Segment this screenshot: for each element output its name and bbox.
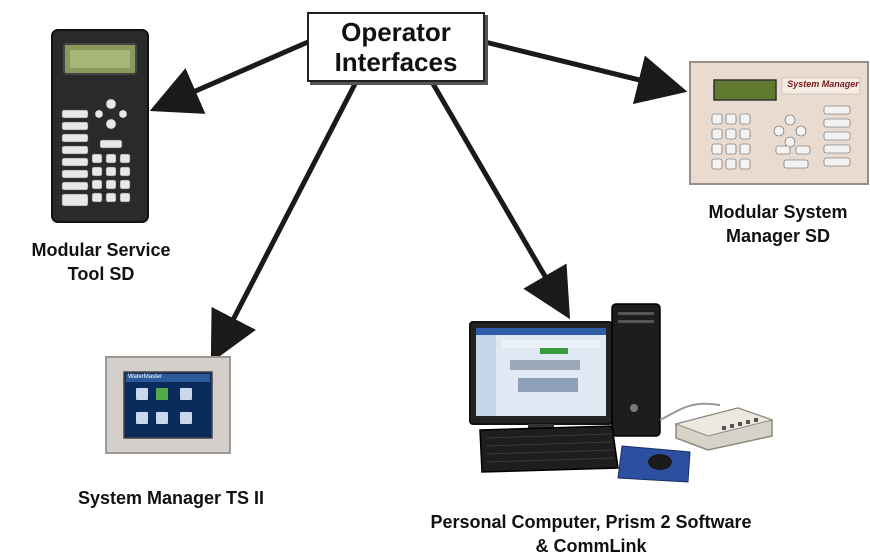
pc-line-1: Personal Computer, Prism 2 Software (430, 512, 752, 532)
system-manager-line-2: Manager SD (725, 226, 831, 246)
hub-line-1: Operator (341, 17, 451, 47)
pc-caption: Personal Computer, Prism 2 Software & Co… (386, 510, 796, 558)
operator-interfaces-box: Operator Interfaces (307, 12, 485, 82)
service-tool-line-2: Tool SD (67, 264, 135, 284)
service-tool-device (51, 29, 149, 223)
service-tool-caption: Modular Service Tool SD (6, 238, 196, 286)
arrow-to-pc (429, 80, 571, 320)
system-manager-caption: Modular System Manager SD (688, 200, 868, 248)
arrow-to-system-manager (484, 39, 688, 105)
ts2-caption: System Manager TS II (77, 488, 265, 508)
pc-line-2: & CommLink (535, 536, 647, 556)
system-manager-line-1: Modular System (708, 202, 848, 222)
arrow-to-service-tool (149, 39, 309, 114)
ts2-screen-brand: WaterMaster (128, 374, 163, 380)
ts2-device (105, 356, 231, 454)
system-manager-panel-label: System Manager (787, 79, 859, 89)
arrow-to-ts2 (210, 80, 359, 363)
service-tool-line-1: Modular Service (31, 240, 171, 260)
pc-device (469, 303, 774, 483)
hub-line-2: Interfaces (334, 47, 458, 77)
system-manager-device (689, 61, 869, 185)
